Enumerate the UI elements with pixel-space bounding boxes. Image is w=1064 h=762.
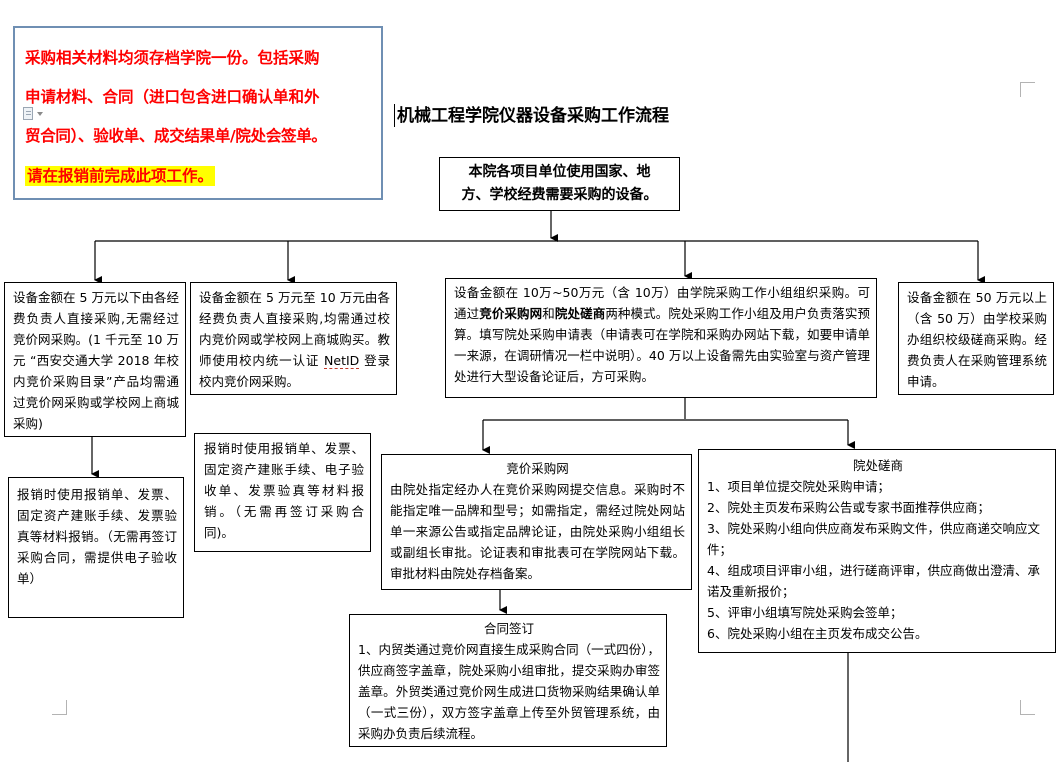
netid-label: NetID: [324, 353, 360, 369]
branch-50k-100k-box: 设备金额在 5 万元至 10 万元由各经费负责人直接采购,均需通过校内竞价网或学…: [190, 282, 397, 395]
bidding-title: 竞价采购网: [506, 461, 569, 476]
top-box-line: 方、学校经费需要采购的设备。: [461, 187, 658, 203]
consult-title: 院处磋商: [852, 458, 903, 473]
doc-icon[interactable]: [23, 107, 33, 120]
contract-title: 合同签订: [483, 621, 534, 636]
branch-over-500k-box: 设备金额在 50 万元以上（含 50 万）由学校采购办组织校级磋商采购。经费负责…: [898, 282, 1054, 395]
consult-mode-label: 院处磋商: [554, 306, 606, 321]
consult-step: 3、院处采购小组向供应商发布采购文件，供应商递交响应文件；: [707, 521, 1040, 557]
notice-line: 申请材料、合同（进口包含进口确认单和外: [25, 88, 320, 106]
page-corner-mark: [1020, 82, 1035, 97]
top-box-line: 本院各项目单位使用国家、地: [468, 164, 651, 180]
branch-50k-100k-text: 设备金额在 5 万元至 10 万元由各经费负责人直接采购,均需通过校内竞价网或学…: [199, 290, 390, 368]
consult-step: 5、评审小组填写院处采购会签单；: [707, 605, 903, 620]
bidding-text: 由院处指定经办人在竞价采购网提交信息。采购时不能指定唯一品牌和型号；如需指定，需…: [390, 482, 685, 581]
notice-line: 采购相关材料均须存档学院一份。包括采购: [25, 49, 320, 67]
branch-50k-100k-reimburse-box: 报销时使用报销单、发票、固定资产建账手续、电子验收单、发票验真等材料报销。（无需…: [194, 433, 371, 552]
notice-line: 贸合同）、验收单、成交结果单/院处会签单。: [25, 127, 327, 145]
consult-box: 院处磋商 1、项目单位提交院处采购申请； 2、院处主页发布采购公告或专家书面推荐…: [698, 449, 1056, 653]
branch-50k-100k-reimburse-text: 报销时使用报销单、发票、固定资产建账手续、电子验收单、发票验真等材料报销。（无需…: [204, 441, 364, 540]
branch-under-50k-reimburse-text: 报销时使用报销单、发票、固定资产建账手续、发票验真等材料报销。（无需再签订采购合…: [17, 487, 177, 586]
contract-text: 1、内贸类通过竞价网直接生成采购合同（一式四份），供应商签字盖章，院处采购小组审…: [358, 642, 660, 741]
branch-over-500k-text: 设备金额在 50 万元以上（含 50 万）由学校采购办组织校级磋商采购。经费负责…: [907, 290, 1047, 389]
branch-under-50k-text: 设备金额在 5 万元以下由各经费负责人直接采购,无需经过竞价网采购。(1 千元至…: [13, 290, 179, 431]
branch-under-50k-reimburse-box: 报销时使用报销单、发票、固定资产建账手续、发票验真等材料报销。（无需再签订采购合…: [8, 477, 184, 618]
branch-100k-500k-box: 设备金额在 10万~50万元（含 10万）由学院采购工作小组组织采购。可通过竞价…: [445, 278, 877, 398]
text-cursor: [394, 104, 395, 127]
page-corner-mark: [52, 700, 67, 715]
consult-step: 2、院处主页发布采购公告或专家书面推荐供应商；: [707, 500, 990, 515]
bidding-box: 竞价采购网 由院处指定经办人在竞价采购网提交信息。采购时不能指定唯一品牌和型号；…: [381, 454, 692, 590]
notice-box: 采购相关材料均须存档学院一份。包括采购 申请材料、合同（进口包含进口确认单和外 …: [13, 26, 383, 200]
consult-step: 4、组成项目评审小组，进行磋商评审，供应商做出澄清、承诺及重新报价；: [707, 563, 1040, 599]
branch-100k-500k-and: 和: [542, 306, 555, 321]
page-corner-mark: [1020, 700, 1035, 715]
contract-box: 合同签订 1、内贸类通过竞价网直接生成采购合同（一式四份），供应商签字盖章，院处…: [349, 614, 667, 747]
bidding-mode-label: 竞价采购网: [479, 306, 543, 321]
consult-step: 1、项目单位提交院处采购申请；: [707, 479, 890, 494]
branch-50k-100k-text-tail: 登录校内竞价网采购。: [199, 353, 390, 389]
consult-step: 6、院处采购小组在主页发布成交公告。: [707, 626, 928, 641]
branch-under-50k-box: 设备金额在 5 万元以下由各经费负责人直接采购,无需经过竞价网采购。(1 千元至…: [4, 282, 186, 437]
top-box: 本院各项目单位使用国家、地 方、学校经费需要采购的设备。: [439, 157, 680, 211]
branch-100k-500k-text-tail: 两种模式。院处采购工作小组及用户负责落实预算。填写院处采购申请表（申请表可在学院…: [454, 306, 870, 384]
chevron-down-icon[interactable]: [37, 112, 43, 116]
doc-title: 机械工程学院仪器设备采购工作流程: [397, 106, 669, 126]
notice-highlight: 请在报销前完成此项工作。: [25, 166, 216, 186]
branch-100k-500k-text: 设备金额在 10万~50万元（含 10万）由学院采购工作小组组织采购。可通过: [454, 285, 870, 321]
